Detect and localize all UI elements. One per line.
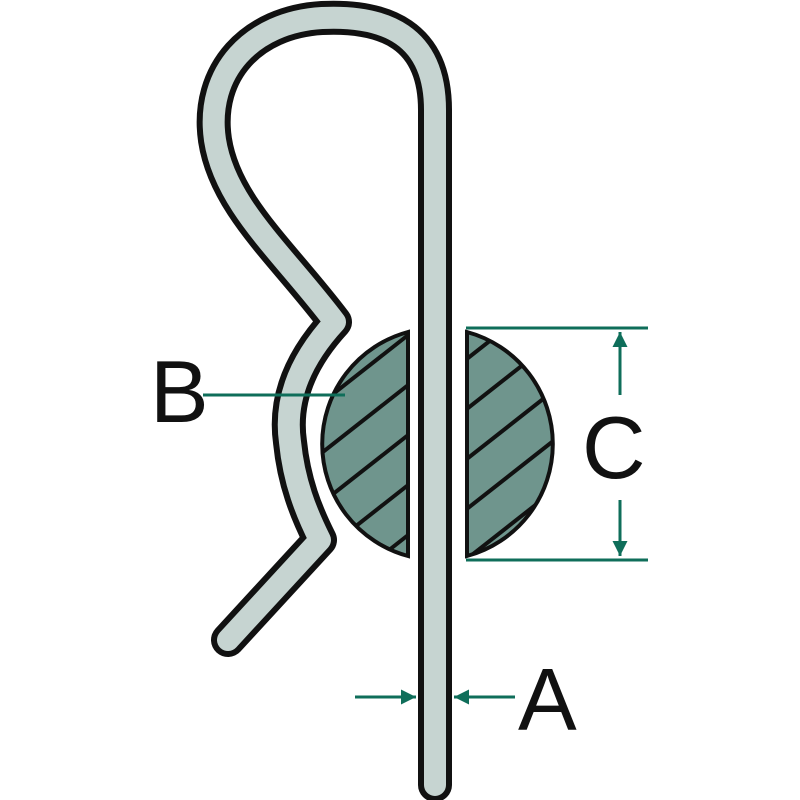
label-c: C bbox=[582, 398, 646, 497]
label-b: B bbox=[150, 342, 209, 441]
pin-section-right bbox=[465, 329, 555, 559]
spring-clip bbox=[196, 0, 452, 800]
label-a: A bbox=[518, 650, 577, 749]
dimension-c bbox=[466, 326, 648, 562]
